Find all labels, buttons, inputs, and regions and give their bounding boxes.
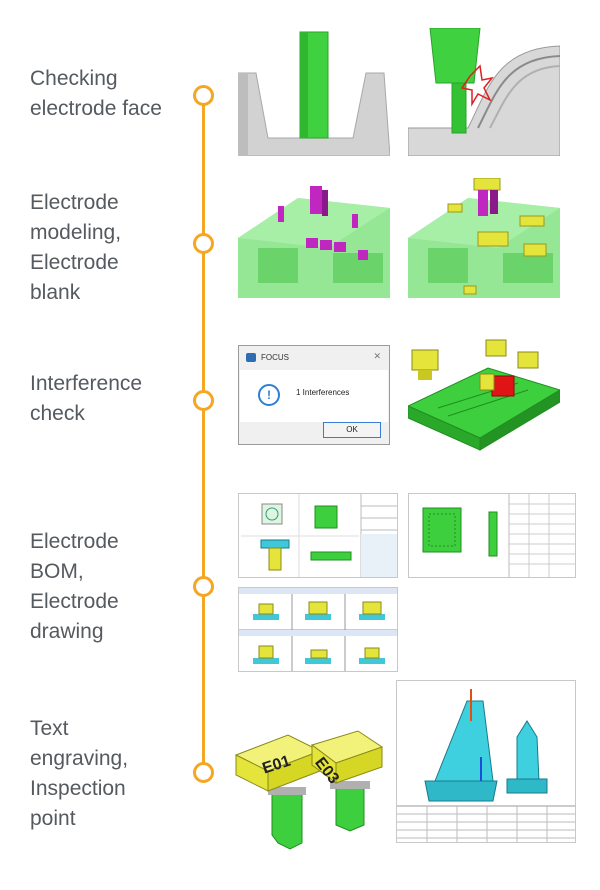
- timeline-node-4: [193, 576, 214, 597]
- focus-logo-icon: [246, 353, 256, 362]
- timeline-node-5: [193, 762, 214, 783]
- step-label-text-engraving: Text engraving, Inspection point: [30, 717, 129, 830]
- engraved-electrodes-image: E01 E03: [232, 725, 392, 863]
- step-label-checking-electrode-face: Checking electrode face: [30, 67, 162, 120]
- dialog-title: FOCUS: [261, 353, 289, 362]
- step-label-electrode-modeling: Electrode modeling, Electrode blank: [30, 191, 122, 304]
- step-label-interference-check: Interference check: [30, 372, 143, 425]
- electrode-blank-image: [408, 178, 560, 298]
- electrode-face-image-left: [238, 28, 390, 156]
- electrode-face-image-right: [408, 28, 560, 156]
- electrode-modeling-image: [238, 178, 390, 298]
- info-icon: !: [258, 384, 280, 406]
- dialog-message: 1 Interferences: [296, 388, 350, 397]
- focus-dialog: FOCUS ✕ ! 1 Interferences OK: [238, 345, 390, 445]
- electrode-drawing-sheet-1: [238, 493, 398, 578]
- interference-model-image: [408, 338, 560, 456]
- step-label-electrode-bom: Electrode BOM, Electrode drawing: [30, 530, 119, 643]
- electrode-bom-sheet: [238, 587, 398, 672]
- electrode-drawing-sheet-2: [408, 493, 576, 578]
- timeline-line: [202, 93, 205, 770]
- ok-button[interactable]: OK: [323, 422, 381, 438]
- close-icon[interactable]: ✕: [373, 351, 381, 361]
- inspection-point-sheet: [396, 680, 576, 843]
- timeline-node-3: [193, 390, 214, 411]
- dialog-body: ! 1 Interferences: [240, 370, 388, 422]
- timeline-node-1: [193, 85, 214, 106]
- timeline-node-2: [193, 233, 214, 254]
